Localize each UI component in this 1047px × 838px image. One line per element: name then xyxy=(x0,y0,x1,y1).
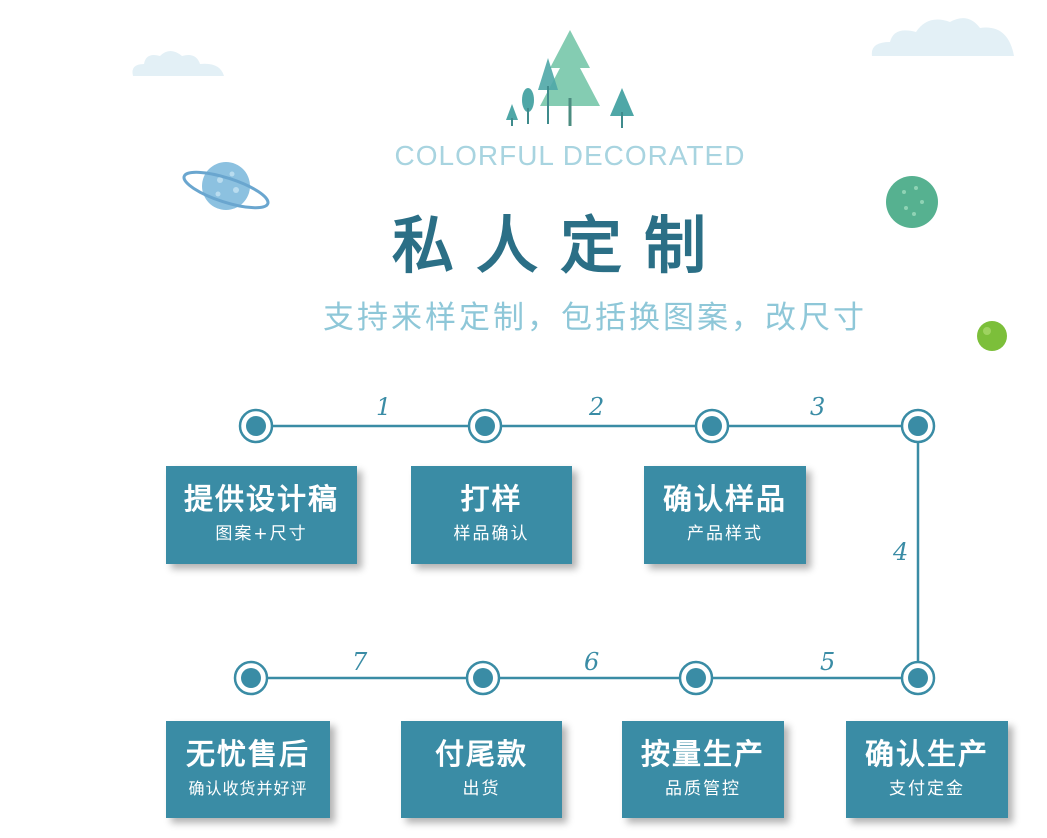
step-number-4: 4 xyxy=(893,538,909,566)
step-subtitle: 产品样式 xyxy=(687,524,763,544)
step-number-6: 6 xyxy=(584,648,600,676)
node-6 xyxy=(678,660,714,696)
step-title: 打样 xyxy=(460,482,523,516)
planet-icon xyxy=(182,162,270,210)
step-title: 无忧售后 xyxy=(185,737,310,771)
step-card-provide-design: 提供设计稿 图案+尺寸 xyxy=(166,466,357,564)
node-3 xyxy=(694,408,730,444)
step-subtitle: 品质管控 xyxy=(665,779,741,799)
tagline: 支持来样定制，包括换图案，改尺寸 xyxy=(323,300,867,336)
lime-ball-icon xyxy=(977,321,1007,351)
step-title: 付尾款 xyxy=(434,737,528,771)
step-subtitle: 样品确认 xyxy=(453,524,530,544)
step-subtitle: 确认收货并好评 xyxy=(188,779,308,798)
step-subtitle: 出货 xyxy=(462,779,501,799)
node-1 xyxy=(238,408,274,444)
step-subtitle: 图案+尺寸 xyxy=(215,524,308,544)
node-8 xyxy=(233,660,269,696)
cloud-left-icon xyxy=(132,51,224,76)
step-title: 确认生产 xyxy=(864,737,989,771)
tree-icon xyxy=(506,30,634,128)
step-number-1: 1 xyxy=(376,393,392,421)
step-title: 按量生产 xyxy=(640,737,765,771)
node-5 xyxy=(900,660,936,696)
step-number-7: 7 xyxy=(352,648,368,676)
node-2 xyxy=(467,408,503,444)
step-card-confirm-production: 确认生产 支付定金 xyxy=(846,721,1008,818)
step-title: 提供设计稿 xyxy=(183,482,339,516)
page-title: 私人定制 xyxy=(391,209,728,282)
step-number-5: 5 xyxy=(820,648,836,676)
step-card-confirm-sample: 确认样品 产品样式 xyxy=(644,466,806,564)
step-subtitle: 支付定金 xyxy=(889,779,965,799)
step-title: 确认样品 xyxy=(662,482,787,516)
step-card-mass-production: 按量生产 品质管控 xyxy=(622,721,784,818)
step-card-after-sales: 无忧售后 确认收货并好评 xyxy=(166,721,330,818)
green-ball-icon xyxy=(886,176,938,228)
step-card-final-payment: 付尾款 出货 xyxy=(401,721,562,818)
node-7 xyxy=(465,660,501,696)
node-4 xyxy=(900,408,936,444)
cloud-right-icon xyxy=(871,18,1014,56)
step-number-2: 2 xyxy=(589,393,605,421)
subtitle-en: COLORFUL DECORATED xyxy=(394,140,746,171)
step-card-sample: 打样 样品确认 xyxy=(411,466,572,564)
step-number-3: 3 xyxy=(810,393,826,421)
